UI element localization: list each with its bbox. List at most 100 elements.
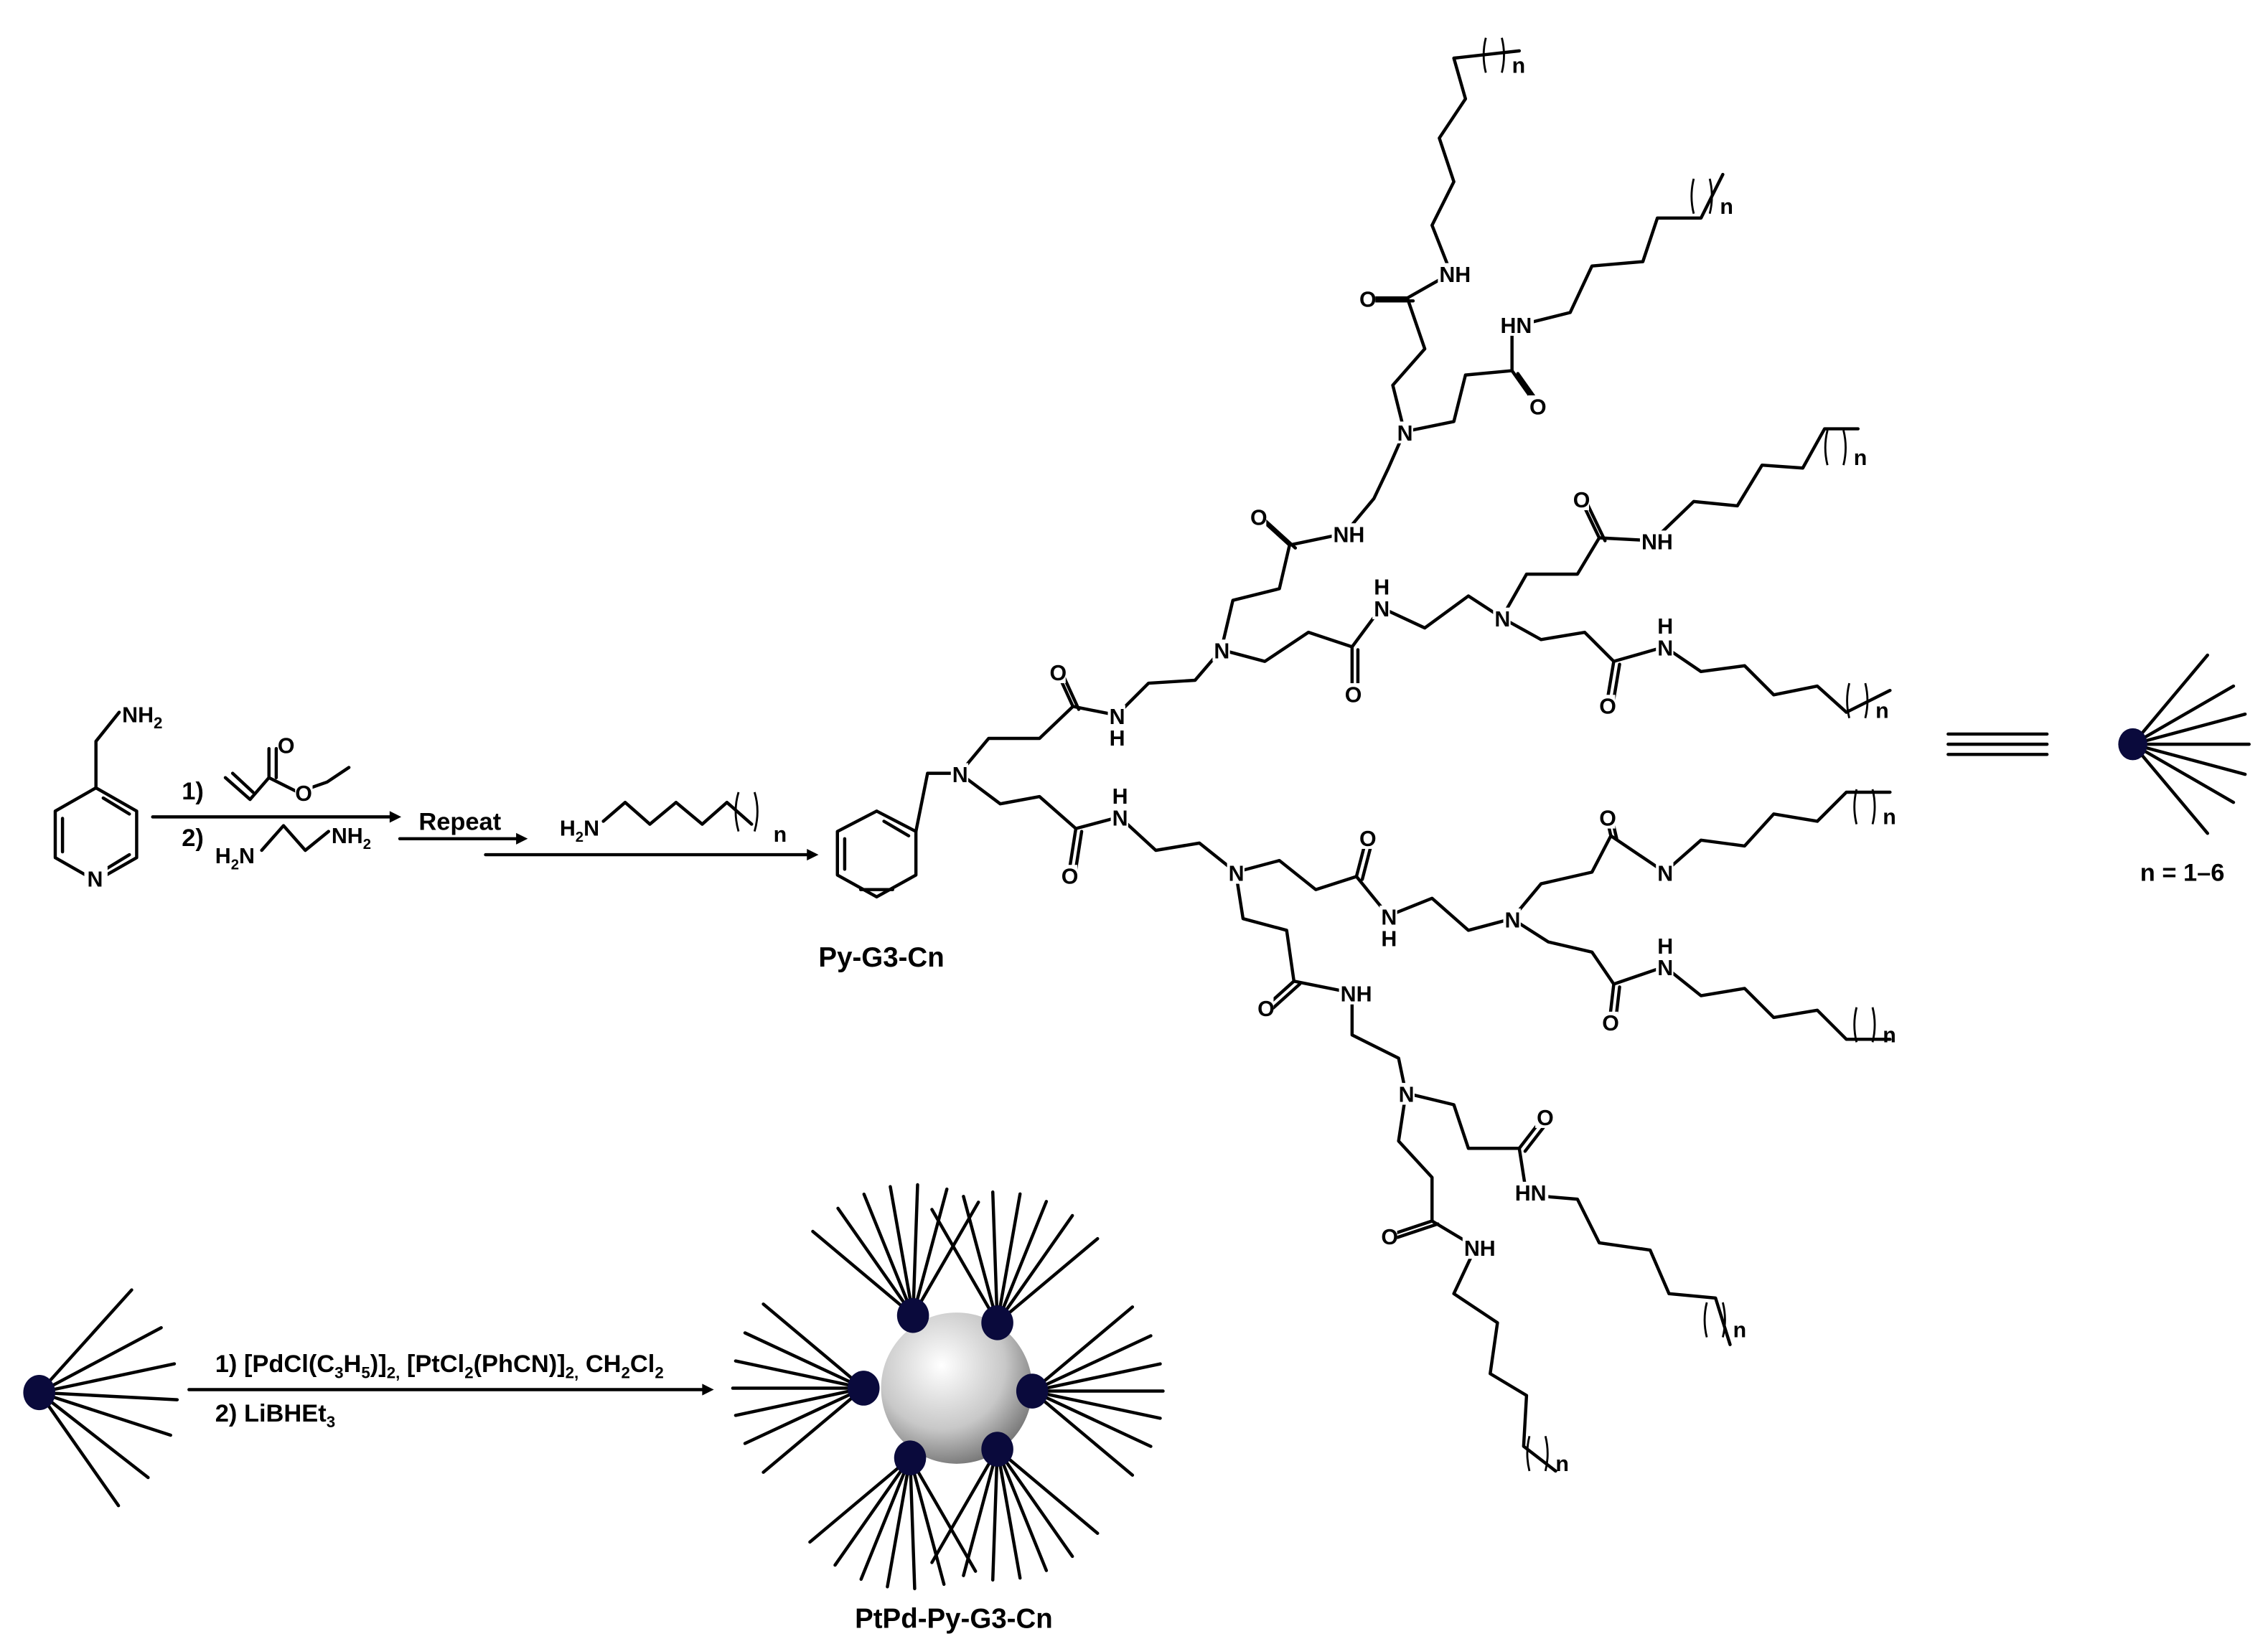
bond [995,1200,1049,1325]
bond [37,1391,179,1401]
bond [1219,430,1406,652]
amide-hn: HN [1500,314,1532,338]
ligand-dot [981,1432,1013,1467]
amide-n: N [1112,807,1128,831]
amide-nh: NH [1341,982,1372,1007]
bond [1030,1389,1135,1477]
reducing-agent-label: 2) LiBHEt3 [215,1400,335,1431]
bond [37,1362,177,1394]
bond [995,1192,1022,1325]
amide-nh: NH [1464,1236,1496,1261]
bond [1030,1389,1153,1448]
amide-h: H [1374,575,1390,599]
bond [962,1447,999,1577]
carbonyl-oxygen: O [1599,695,1616,719]
amine-label: NH2 [122,703,162,732]
carbonyl-oxygen: O [1529,395,1547,419]
bond [1584,499,1607,542]
amide-n: N [1374,597,1390,621]
amide-n: N [1381,905,1397,929]
amide-hn: HN [1515,1181,1547,1206]
metal-reagents-label: 1) [PdCl(C3H5)]2, [PtCl2(PhCN)]2, CH2Cl2 [215,1351,664,1381]
bond [2131,653,2210,746]
bond [862,1192,915,1317]
pyridine-dendron-star-icon [23,1288,179,1508]
bond [1030,1362,1162,1393]
bond [911,1201,980,1317]
bond [808,1456,912,1544]
carbonyl-oxygen: O [1062,865,1079,889]
amide-nh: NH [1641,530,1673,555]
bond [734,1386,866,1417]
bond [1402,172,1725,433]
amide-n: N [1657,637,1673,661]
bond [1500,616,1892,714]
bond [859,1456,912,1581]
carbonyl-oxygen: O [1359,287,1377,311]
bond [2131,712,2247,746]
tertiary-amine-n: N [1229,862,1245,886]
ligand-dot [2118,728,2147,761]
bond [743,1331,866,1390]
carbonyl-oxygen: O [1381,1225,1398,1249]
bond [2131,742,2247,776]
bond [886,1456,912,1589]
reaction-step-1: 1) O O 2) H2N NH2 Repeat H2N n [151,733,819,873]
repeat-n: n [1720,194,1733,219]
bond [2131,742,2210,835]
bond [957,771,1238,874]
repeat-n: n [1883,805,1896,830]
arrow-head-icon [516,832,528,845]
bond [1397,1091,1557,1473]
carbonyl-oxygen: O [1250,505,1267,530]
step-2-label: 2) [182,825,204,852]
nanoparticle-sphere-icon [731,1183,1165,1591]
bond [836,1206,915,1317]
pyridine-dendron-star-icon [2118,653,2251,835]
ligand-dot [1016,1373,1049,1409]
bond [911,1187,949,1317]
carbonyl-oxygen: O [1050,661,1067,685]
bond [995,1213,1074,1325]
bond [1500,427,1860,620]
repeat-label: Repeat [418,809,501,836]
repeat-n: n [1512,53,1526,77]
amide-h: H [1657,614,1673,639]
tertiary-amine-n: N [1214,639,1229,664]
ligand-dot [847,1371,880,1406]
py-g3-cn-dendrimer: OOOOOOOOOOOOOONNNNNNNNHNHNHNHNHHNHNNHNHN… [835,37,1896,1476]
tertiary-amine-n: N [1397,421,1413,446]
ethylenediamine-nh2: NH2 [332,824,371,852]
bond [811,1229,915,1317]
bond [762,1302,866,1390]
bond [1510,916,1892,1041]
ligand-dot [894,1440,927,1476]
bond [762,1386,866,1474]
arrow-head-icon [389,811,402,823]
bond [1510,790,1892,921]
bond [930,1208,999,1325]
equivalence-symbol [1946,732,2049,756]
bond [1262,517,1298,550]
bond [995,1236,1100,1325]
methyl-acrylate [223,746,271,802]
bond [37,1391,121,1508]
product-2-name: PtPd-Py-G3-Cn [855,1604,1053,1635]
carbonyl-oxygen: O [1573,488,1590,512]
bond [908,1456,917,1591]
bond [889,1185,915,1317]
repeat-n: n [1875,699,1889,723]
amide-nh: NH [1334,523,1365,548]
tertiary-amine-n: N [1505,908,1521,932]
bond [2131,742,2236,804]
bond [1030,1305,1135,1393]
tertiary-amine-n: N [952,763,968,787]
bond [1269,982,1302,1013]
carbonyl-oxygen: O [1257,997,1275,1021]
bond [911,1183,919,1317]
reaction-step-metal: 1) [PdCl(C3H5)]2, [PtCl2(PhCN)]2, CH2Cl2… [187,1351,714,1431]
amide-h: H [1110,726,1125,751]
bond [995,1447,1049,1572]
bond [908,1456,978,1573]
